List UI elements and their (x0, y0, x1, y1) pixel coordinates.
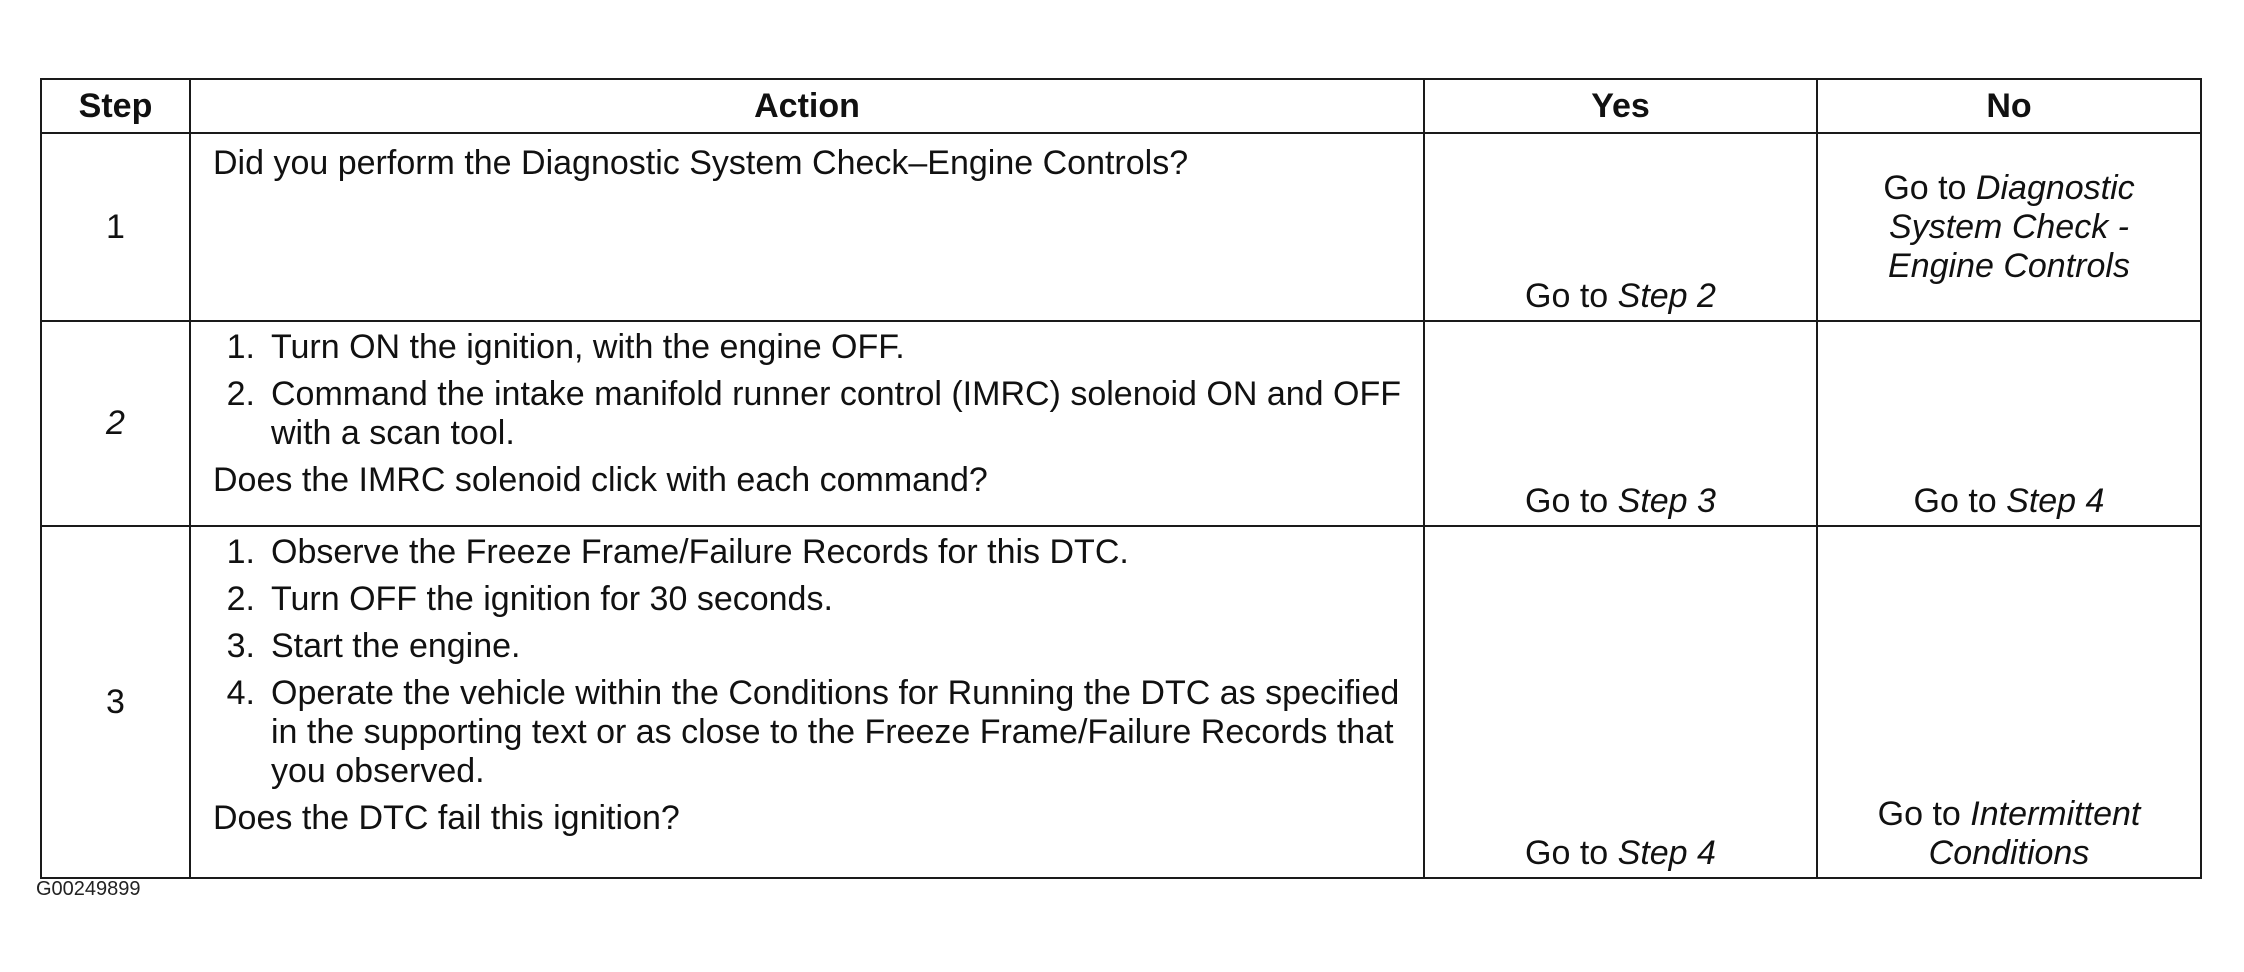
step-number: 1 (40, 132, 191, 322)
step-item-number: 2. (226, 580, 255, 618)
step-item-number: 4. (226, 674, 255, 712)
action-cell: 1. Observe the Freeze Frame/Failure Reco… (189, 525, 1425, 879)
action-cell: 1. Turn ON the ignition, with the engine… (189, 320, 1425, 527)
list-item: 1. Turn ON the ignition, with the engine… (213, 328, 1409, 367)
yes-prefix: Go to (1525, 277, 1618, 315)
list-item: 3. Start the engine. (213, 627, 1409, 666)
yes-cell: Go to Step 4 (1423, 525, 1818, 879)
step-item-text: Start the engine. (271, 627, 521, 665)
step-item-number: 3. (226, 627, 255, 665)
yes-cell: Go to Step 2 (1423, 132, 1818, 322)
table-row: 2 1. Turn ON the ignition, with the engi… (40, 320, 2202, 527)
yes-step-link[interactable]: Step 3 (1617, 482, 1716, 520)
diagnostic-table: Step Action Yes No 1 Did you perform the… (40, 78, 2202, 879)
yes-cell: Go to Step 3 (1423, 320, 1818, 527)
step-item-text: Operate the vehicle within the Condition… (271, 674, 1400, 790)
list-item: 2. Command the intake manifold runner co… (213, 375, 1409, 453)
action-question: Does the IMRC solenoid click with each c… (213, 461, 988, 499)
figure-id-label: G00249899 (36, 878, 141, 900)
header-row: Step Action Yes No (40, 78, 2202, 134)
header-no: No (1816, 78, 2202, 134)
action-steps-list: 1. Turn ON the ignition, with the engine… (213, 328, 1409, 453)
table-row: 1 Did you perform the Diagnostic System … (40, 132, 2202, 322)
action-question: Did you perform the Diagnostic System Ch… (213, 144, 1189, 182)
step-number: 3 (40, 525, 191, 879)
step-item-number: 2. (226, 375, 255, 413)
step-item-text: Turn OFF the ignition for 30 seconds. (271, 580, 833, 618)
action-cell: Did you perform the Diagnostic System Ch… (189, 132, 1425, 322)
no-cell: Go to Diagnostic System Check - Engine C… (1816, 132, 2202, 322)
action-question: Does the DTC fail this ignition? (213, 799, 680, 837)
no-prefix: Go to (1883, 168, 1976, 207)
yes-step-link[interactable]: Step 2 (1617, 277, 1716, 315)
no-cell: Go to Step 4 (1816, 320, 2202, 527)
no-step-link[interactable]: Intermittent Conditions (1928, 795, 2141, 872)
list-item: 4. Operate the vehicle within the Condit… (213, 674, 1409, 791)
table-row: 3 1. Observe the Freeze Frame/Failure Re… (40, 525, 2202, 879)
no-step-link[interactable]: Diagnostic System Check - Engine Control… (1888, 168, 2135, 285)
yes-step-link[interactable]: Step 4 (1617, 834, 1716, 872)
step-item-number: 1. (226, 533, 255, 571)
step-item-text: Observe the Freeze Frame/Failure Records… (271, 533, 1129, 571)
header-action: Action (189, 78, 1425, 134)
no-prefix: Go to (1913, 482, 2007, 520)
step-item-text: Turn ON the ignition, with the engine OF… (271, 328, 905, 366)
step-number: 2 (40, 320, 191, 527)
yes-prefix: Go to (1525, 482, 1618, 520)
yes-prefix: Go to (1525, 834, 1618, 872)
no-cell: Go to Intermittent Conditions (1816, 525, 2202, 879)
header-step: Step (40, 78, 191, 134)
header-yes: Yes (1423, 78, 1818, 134)
no-step-link[interactable]: Step 4 (2006, 482, 2105, 520)
no-prefix: Go to (1877, 795, 1971, 833)
list-item: 1. Observe the Freeze Frame/Failure Reco… (213, 533, 1409, 572)
action-steps-list: 1. Observe the Freeze Frame/Failure Reco… (213, 533, 1409, 791)
list-item: 2. Turn OFF the ignition for 30 seconds. (213, 580, 1409, 619)
step-item-number: 1. (226, 328, 255, 366)
step-item-text: Command the intake manifold runner contr… (271, 375, 1402, 452)
